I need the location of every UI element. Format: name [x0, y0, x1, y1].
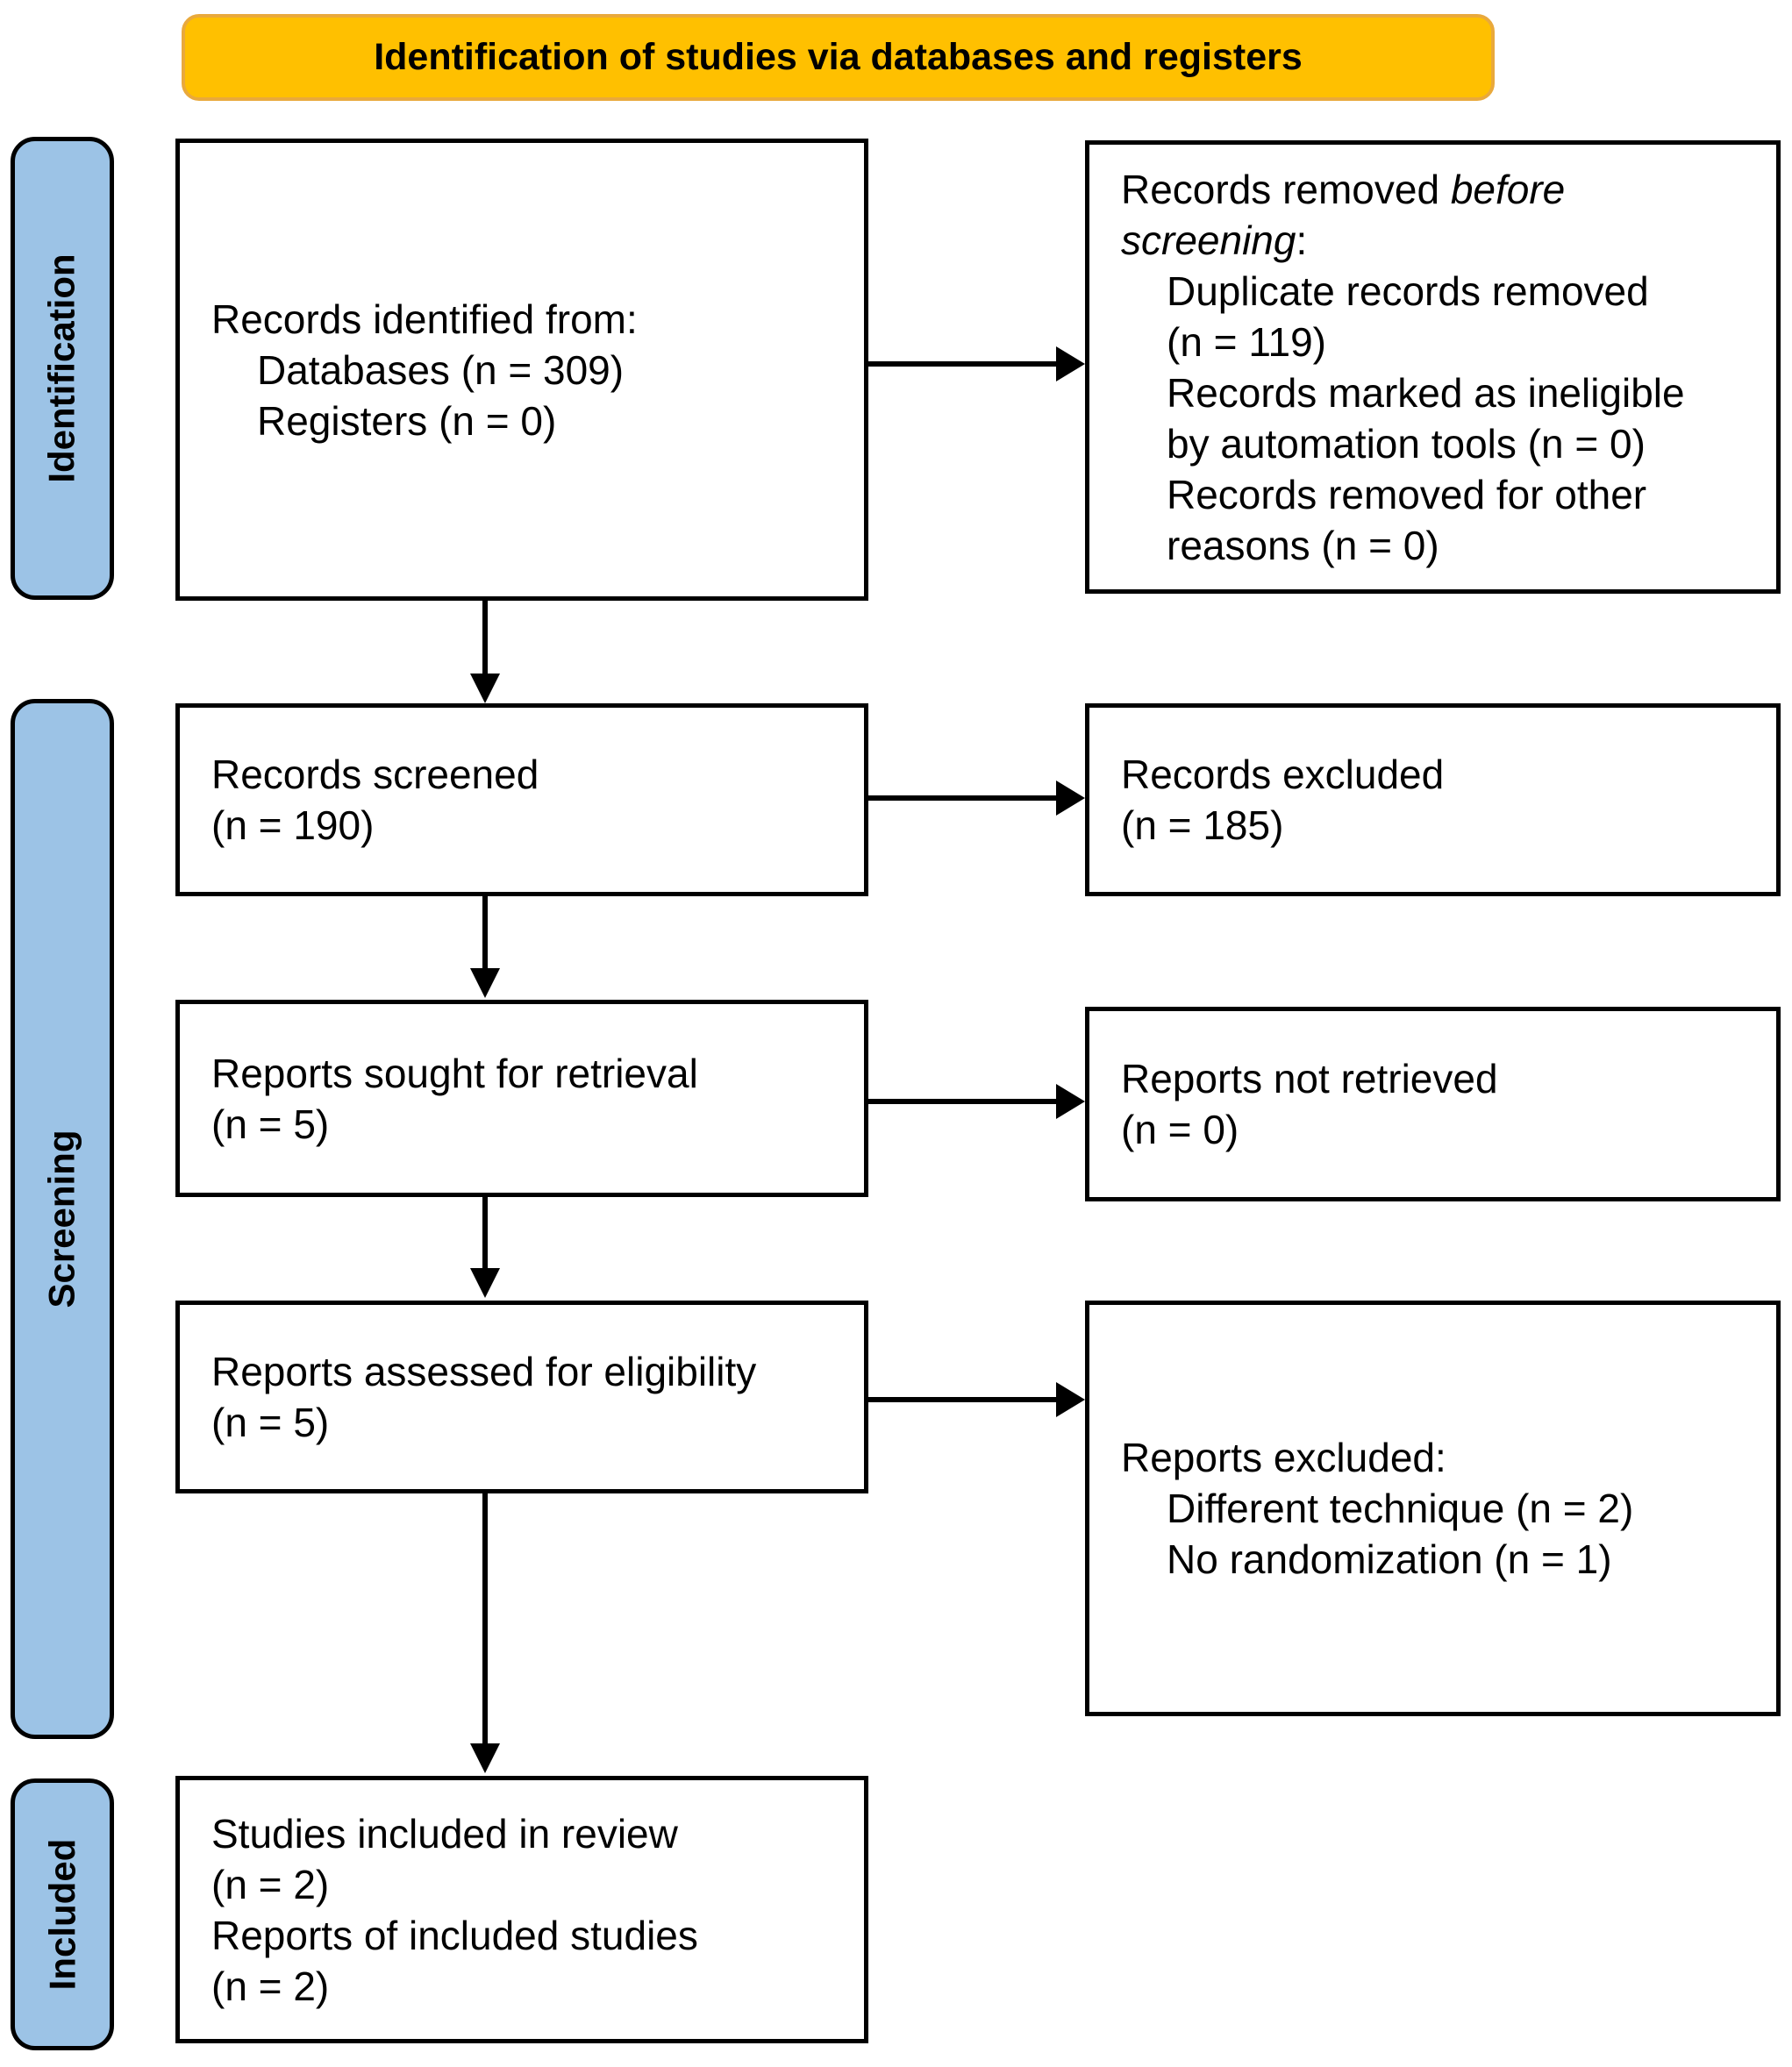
box-reports-assessed: Reports assessed for eligibility (n = 5) — [175, 1301, 868, 1493]
arrow-head-right-icon — [1056, 780, 1085, 816]
stage-included-label: Included — [41, 1838, 82, 1991]
arrow-line — [868, 361, 1056, 367]
box-line: Records marked as ineligible — [1167, 369, 1685, 416]
box-line: (n = 2) — [211, 1963, 330, 2009]
box-records-identified: Records identified from: Databases (n = … — [175, 139, 868, 601]
arrow-head-right-icon — [1056, 1382, 1085, 1417]
arrow-line — [868, 1397, 1056, 1402]
box-line: (n = 2) — [211, 1861, 330, 1907]
heading-text: : — [1296, 217, 1308, 263]
arrow-head-right-icon — [1056, 1084, 1085, 1119]
box-line: Duplicate records removed — [1167, 267, 1649, 314]
arrow-head-down-icon — [470, 1743, 500, 1773]
stage-identification-label: Identification — [41, 253, 82, 483]
heading-text: Records removed — [1121, 166, 1451, 212]
arrow-line — [482, 896, 488, 969]
arrow-line — [868, 795, 1056, 801]
arrow-line — [868, 1099, 1056, 1104]
box-line: reasons (n = 0) — [1167, 522, 1439, 568]
diagram-title: Identification of studies via databases … — [374, 36, 1303, 78]
stage-screening: Screening — [11, 699, 114, 1739]
box-line: No randomization (n = 1) — [1167, 1536, 1612, 1582]
box-line: Records excluded — [1121, 752, 1445, 797]
box-line: Records identified from: — [211, 296, 638, 342]
box-line: (n = 5) — [211, 1101, 330, 1147]
box-line: Reports of included studies — [211, 1912, 698, 1958]
box-line: Registers (n = 0) — [257, 397, 557, 444]
box-line: (n = 185) — [1121, 802, 1284, 848]
stage-screening-label: Screening — [41, 1130, 83, 1308]
box-line: by automation tools (n = 0) — [1167, 420, 1646, 467]
box-reports-not-retrieved: Reports not retrieved (n = 0) — [1085, 1007, 1781, 1201]
arrow-line — [482, 601, 488, 674]
box-line: Records removed before — [1121, 164, 1759, 215]
box-line: (n = 190) — [211, 802, 375, 848]
box-line: Databases (n = 309) — [257, 346, 625, 393]
box-line: Reports excluded: — [1121, 1435, 1446, 1480]
box-line: Records removed for other — [1167, 471, 1647, 517]
box-line: (n = 5) — [211, 1400, 330, 1445]
heading-italic: before — [1450, 166, 1566, 212]
box-line: (n = 119) — [1167, 318, 1326, 365]
box-records-screened: Records screened (n = 190) — [175, 703, 868, 896]
box-line: screening: — [1121, 215, 1759, 266]
box-reports-sought: Reports sought for retrieval (n = 5) — [175, 1000, 868, 1197]
stage-included: Included — [11, 1778, 114, 2050]
box-reports-excluded: Reports excluded: Different technique (n… — [1085, 1301, 1781, 1716]
arrow-line — [482, 1493, 488, 1744]
box-line: Studies included in review — [211, 1810, 678, 1857]
box-records-removed: Records removed before screening: Duplic… — [1085, 140, 1781, 594]
box-line: Different technique (n = 2) — [1167, 1486, 1634, 1531]
arrow-line — [482, 1197, 488, 1269]
title-banner: Identification of studies via databases … — [182, 14, 1495, 101]
arrow-head-down-icon — [470, 674, 500, 703]
arrow-head-right-icon — [1056, 346, 1085, 381]
heading-italic: screening — [1121, 217, 1296, 263]
box-line: (n = 0) — [1121, 1107, 1239, 1152]
box-line: Records screened — [211, 752, 539, 797]
arrow-head-down-icon — [470, 968, 500, 998]
stage-identification: Identification — [11, 137, 114, 600]
box-records-excluded: Records excluded (n = 185) — [1085, 703, 1781, 896]
box-line: Reports not retrieved — [1121, 1056, 1498, 1101]
arrow-head-down-icon — [470, 1268, 500, 1298]
box-studies-included: Studies included in review (n = 2) Repor… — [175, 1776, 868, 2043]
box-line: Reports sought for retrieval — [211, 1050, 698, 1096]
box-line: Reports assessed for eligibility — [211, 1349, 757, 1394]
